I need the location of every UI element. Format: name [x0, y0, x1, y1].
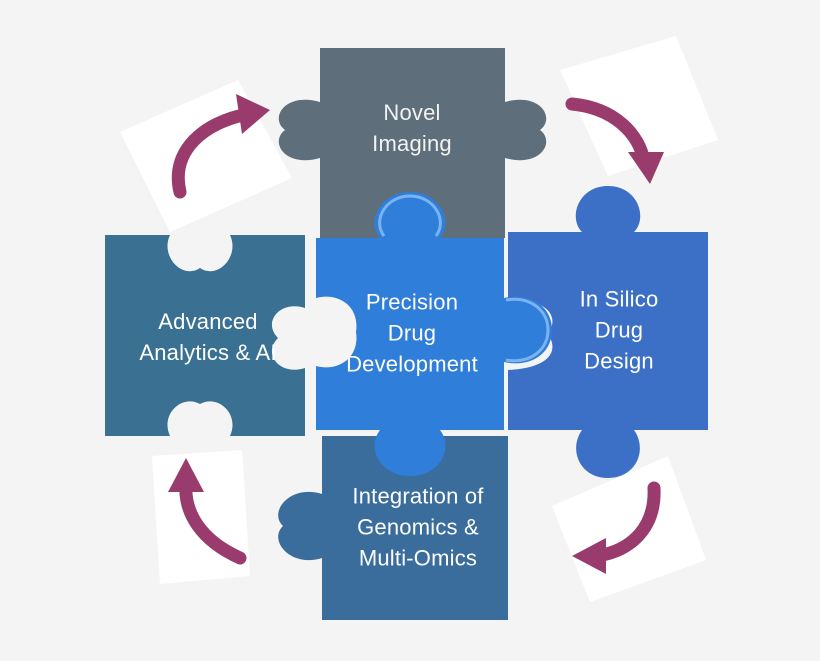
in-silico-drug-design-label: In Silico Drug Design	[580, 284, 659, 377]
label-line: Precision	[365, 289, 459, 315]
arrow-top-right	[565, 97, 664, 184]
arrow-card-bottom-right	[552, 456, 706, 602]
precision-drug-development-label: Precision Drug Development	[346, 287, 478, 380]
label-line: Multi-Omics	[358, 545, 478, 571]
arrow-card-top-right	[560, 36, 718, 176]
label-line: Genomics &	[357, 514, 479, 540]
label-line: Drug	[594, 317, 644, 343]
label-line: Integration of	[352, 483, 484, 509]
arrow-card-top-left	[120, 80, 292, 232]
puzzle-piece-right	[508, 186, 708, 478]
label-line: Design	[584, 348, 654, 374]
puzzle-piece-center	[316, 192, 552, 476]
puzzle-piece-left	[105, 235, 305, 436]
label-line: Imaging	[372, 131, 452, 156]
center-right-tab-highlight	[505, 297, 550, 363]
arrow-bottom-left	[168, 458, 247, 565]
arrow-top-left	[171, 94, 270, 199]
genomics-multi-omics-label: Integration of Genomics & Multi-Omics	[352, 481, 483, 574]
advanced-analytics-label: Advanced Analytics & AI	[139, 306, 276, 368]
puzzle-piece-bottom	[278, 436, 508, 620]
arrow-bottom-right	[572, 481, 661, 574]
label-line: Novel	[383, 100, 441, 125]
label-line: Drug	[387, 320, 437, 346]
arrow-card-bottom-left	[152, 450, 250, 584]
label-line: Analytics & AI	[139, 340, 277, 365]
cycle-arrows	[168, 94, 664, 574]
novel-imaging-label: Novel Imaging	[372, 97, 452, 159]
label-line: Development	[346, 351, 478, 377]
center-top-tab-highlight	[378, 194, 442, 237]
label-line: In Silico	[579, 286, 659, 312]
puzzle-piece-top	[278, 48, 547, 238]
label-line: Advanced	[158, 309, 258, 334]
